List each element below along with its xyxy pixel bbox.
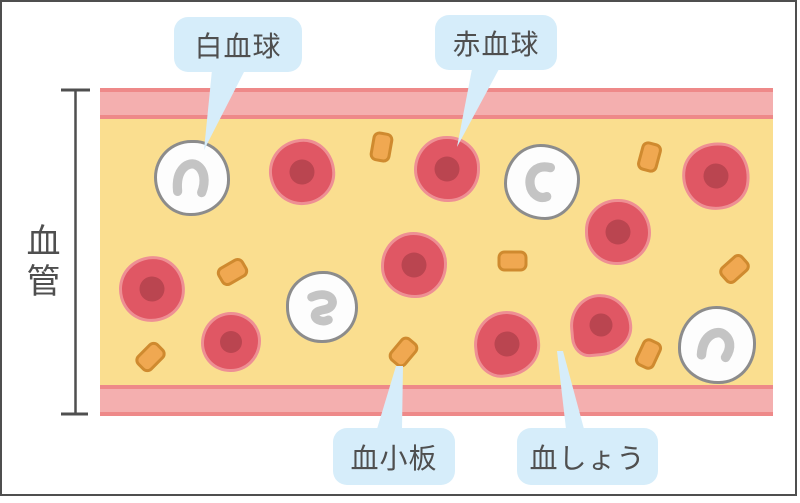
blood-vessel (100, 88, 773, 416)
vessel-label: 血管 (20, 223, 60, 303)
callout-red-blood-cell: 赤血球 (435, 15, 557, 70)
vessel-bracket (61, 88, 90, 416)
vessel-wall-bottom (100, 385, 773, 416)
vessel-wall-top (100, 88, 773, 119)
callout-white-blood-cell: 白血球 (174, 17, 302, 72)
callout-platelet-label: 血小板 (350, 441, 438, 475)
callout-plasma: 血しょう (517, 428, 658, 485)
callout-red-blood-cell-label: 赤血球 (452, 27, 540, 61)
callout-white-blood-cell-label: 白血球 (194, 29, 282, 63)
callout-platelet: 血小板 (333, 428, 455, 485)
callout-plasma-label: 血しょう (529, 441, 646, 475)
plasma-area (100, 119, 773, 385)
